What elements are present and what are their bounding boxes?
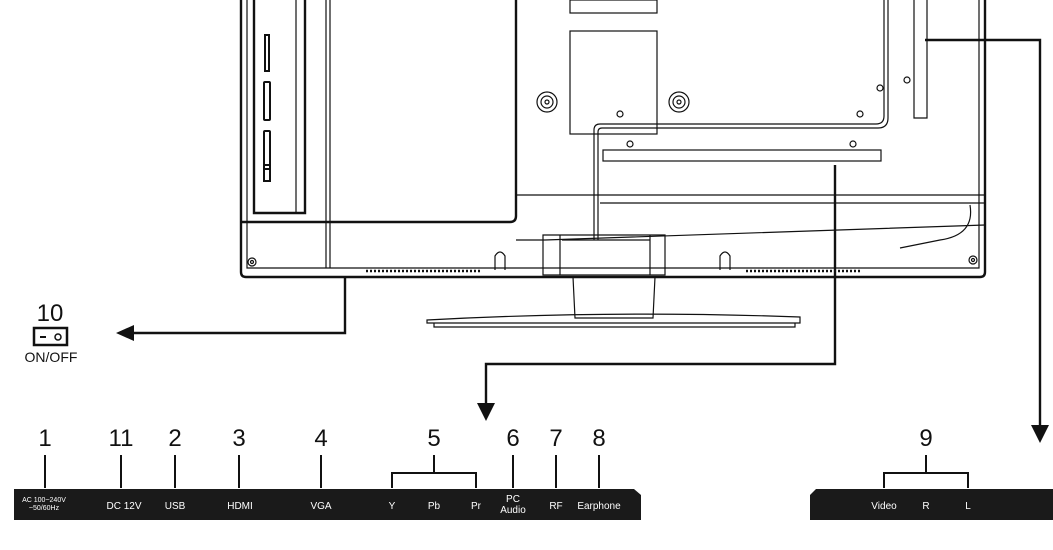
- right-port-panel: 9 Video R L: [810, 425, 1053, 520]
- switch-icon: [32, 326, 69, 347]
- port-label: ~50/60Hz: [29, 505, 60, 512]
- port-label: R: [922, 501, 929, 512]
- port-label: AC 100~240V: [22, 497, 66, 504]
- tv-body: [239, 0, 987, 279]
- port-label: PC: [506, 494, 520, 505]
- power-switch-number: 10: [37, 300, 64, 327]
- port-number: 1: [38, 425, 51, 452]
- vesa-plate: [569, 0, 658, 14]
- port-label: Pb: [428, 501, 441, 512]
- port-number: 6: [506, 425, 519, 452]
- port-label: Pr: [471, 501, 482, 512]
- port-number: 4: [314, 425, 327, 452]
- port-label: HDMI: [227, 501, 253, 512]
- power-switch: 10 ON/OFF: [25, 300, 78, 365]
- port-number: 2: [168, 425, 181, 452]
- port-number: 11: [109, 425, 134, 452]
- port-number: 3: [232, 425, 245, 452]
- power-switch-label: ON/OFF: [25, 349, 78, 365]
- port-label: DC 12V: [106, 501, 141, 512]
- left-port-panel: 1 11 2 3 4 5 6 7 8 AC 100~240V ~50/60Hz …: [14, 425, 641, 520]
- port-number: 9: [919, 425, 932, 452]
- port-label: Audio: [500, 505, 526, 516]
- port-label: Earphone: [577, 501, 621, 512]
- port-label: RF: [549, 501, 562, 512]
- port-number: 5: [427, 425, 440, 452]
- port-slot: [263, 164, 271, 182]
- port-number: 7: [549, 425, 562, 452]
- screw-icon: [536, 91, 558, 113]
- port-label: USB: [165, 501, 186, 512]
- port-label: L: [965, 501, 971, 512]
- port-label: Video: [871, 501, 897, 512]
- port-number: 8: [592, 425, 605, 452]
- port-slot: [263, 130, 271, 170]
- port-label: Y: [389, 501, 396, 512]
- port-slot: [264, 34, 270, 72]
- callout-arrows: [116, 38, 1049, 443]
- screw-icon: [668, 91, 690, 113]
- port-slot: [263, 81, 271, 121]
- vesa-plate: [569, 30, 658, 135]
- port-label: VGA: [310, 501, 331, 512]
- side-port-strip: [602, 149, 882, 162]
- tv-stand: [426, 234, 801, 328]
